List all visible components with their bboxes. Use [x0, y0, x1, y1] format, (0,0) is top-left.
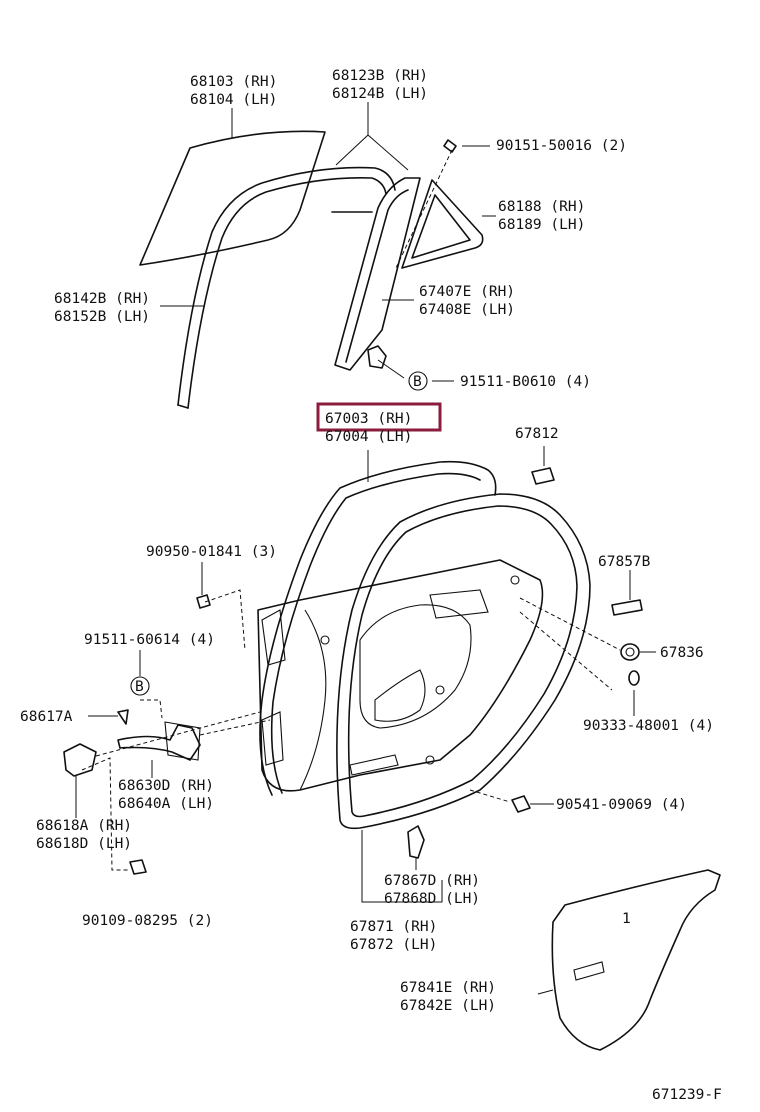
screw-90151: [443, 139, 457, 153]
label-91511-60614: 91511-60614 (4): [84, 632, 215, 648]
label-90541: 90541-09069 (4): [556, 797, 687, 813]
label-67004: 67004 (LH): [325, 429, 412, 445]
label-68123b: 68123B (RH): [332, 68, 428, 84]
label-67812: 67812: [515, 426, 559, 442]
label-67003: 67003 (RH): [325, 411, 412, 427]
marker-b-left: B: [130, 676, 150, 696]
door-check-drawing: [117, 721, 201, 761]
label-90109: 90109-08295 (2): [82, 913, 213, 929]
label-90333: 90333-48001 (4): [583, 718, 714, 734]
plug-90541: [511, 795, 531, 813]
door-glass-drawing: [139, 130, 326, 266]
part-67812: [531, 467, 555, 485]
label-67842e: 67842E (LH): [400, 998, 496, 1014]
bolt-68617a: [117, 709, 129, 725]
label-68152b: 68152B (LH): [54, 309, 150, 325]
label-68630d: 68630D (RH): [118, 778, 214, 794]
marker-b-top-letter: B: [413, 374, 422, 390]
plug-90333: [628, 670, 640, 686]
bolt-90950: [196, 594, 211, 609]
label-68188: 68188 (RH): [498, 199, 585, 215]
label-68618a: 68618A (RH): [36, 818, 132, 834]
division-bar-drawing: [331, 177, 421, 371]
label-67407e: 67407E (RH): [419, 284, 515, 300]
glass-run-drawing: [177, 166, 396, 409]
leader-lines: [75, 102, 656, 995]
hinge-68618: [63, 743, 97, 777]
label-67872: 67872 (LH): [350, 937, 437, 953]
clip-67867d: [407, 825, 425, 859]
label-68103: 68103 (RH): [190, 74, 277, 90]
door-panel-drawing: [257, 460, 544, 796]
label-67841e: 67841E (RH): [400, 980, 496, 996]
label-68617a: 68617A: [20, 709, 73, 725]
label-68189: 68189 (LH): [498, 217, 585, 233]
marker-b-left-letter: B: [135, 679, 144, 695]
label-68104: 68104 (LH): [190, 92, 277, 108]
highlight-67003: [316, 402, 442, 432]
trim-panel-drawing: [551, 869, 721, 1051]
drawing-number: 671239-F: [652, 1087, 722, 1103]
label-67871: 67871 (RH): [350, 919, 437, 935]
grommet-67836: [620, 643, 640, 661]
label-67868d: 67868D (LH): [384, 891, 480, 907]
label-67857b: 67857B: [598, 554, 651, 570]
label-68142b: 68142B (RH): [54, 291, 150, 307]
quarter-glass-drawing: [401, 179, 484, 269]
weatherstrip-drawing: [336, 493, 591, 830]
clip-91511-b0610: [367, 345, 387, 369]
label-67408e: 67408E (LH): [419, 302, 515, 318]
label-91511-b0610: 91511-B0610 (4): [460, 374, 591, 390]
part-67857b: [611, 599, 643, 616]
marker-b-top: B: [408, 371, 428, 391]
label-68124b: 68124B (LH): [332, 86, 428, 102]
label-90151: 90151-50016 (2): [496, 138, 627, 154]
bolt-90109: [129, 859, 147, 875]
label-90950: 90950-01841 (3): [146, 544, 277, 560]
trim-panel-mark: 1: [622, 911, 631, 927]
label-67836: 67836: [660, 645, 704, 661]
label-68640a: 68640A (LH): [118, 796, 214, 812]
label-67867d: 67867D (RH): [384, 873, 480, 889]
label-68618d: 68618D (LH): [36, 836, 132, 852]
